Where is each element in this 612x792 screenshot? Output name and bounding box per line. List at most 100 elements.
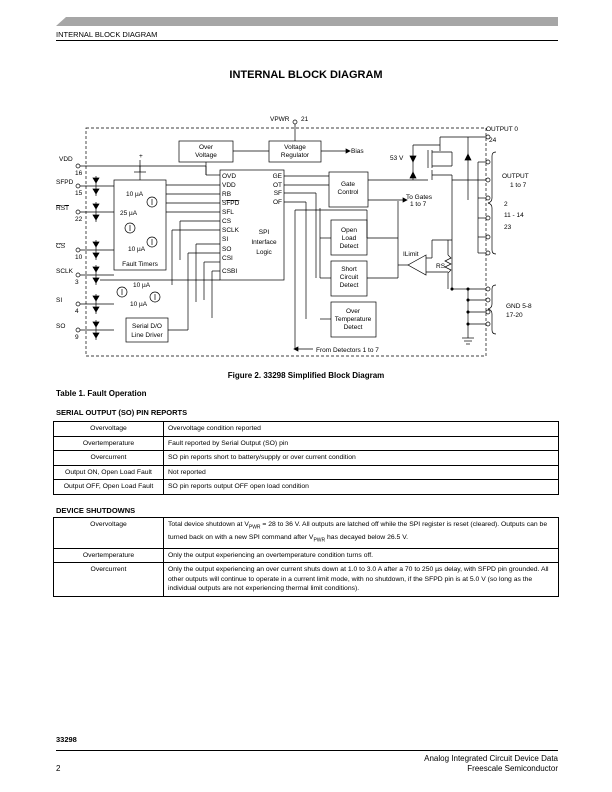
- voltage-regulator-l1: Voltage: [284, 144, 306, 151]
- i10d-label: 10 µA: [130, 301, 148, 308]
- spi-logic-l3: Logic: [256, 249, 272, 256]
- section-label: INTERNAL BLOCK DIAGRAM: [56, 30, 158, 39]
- description-cell: SO pin reports output OFF open load cond…: [163, 479, 559, 495]
- condition-cell: Overvoltage: [53, 421, 164, 437]
- cs-pin-number: 10: [75, 254, 83, 261]
- output0-label: OUTPUT 0: [486, 126, 518, 133]
- over-temp-l2: Temperature: [335, 316, 372, 323]
- to-gates-l2: 1 to 7: [410, 201, 427, 208]
- output17-l1: OUTPUT: [502, 173, 529, 180]
- spi-logic-l1: SPI: [259, 229, 270, 236]
- footer-line2: Freescale Semiconductor: [467, 764, 558, 773]
- spi-pin-label: RB: [222, 191, 231, 198]
- vdd-label: VDD: [59, 156, 73, 163]
- i10a-label: 10 µA: [126, 191, 144, 198]
- serial-driver-l1: Serial D/O: [132, 323, 162, 330]
- shutdown-heading: DEVICE SHUTDOWNS: [56, 506, 136, 515]
- spi-logic-l2: Interface: [251, 239, 277, 246]
- spi-pin-label: GE: [273, 173, 283, 180]
- spi-pin-label: OF: [273, 199, 282, 206]
- si-pin-terminal: [75, 301, 81, 307]
- gate-control-l1: Gate: [341, 181, 355, 188]
- spi-pin-label: SCLK: [222, 227, 240, 234]
- spi-pin-label: SF: [274, 190, 282, 197]
- spi-pin-label: CSBI: [222, 268, 237, 275]
- spi-pin-label: CSI: [222, 255, 233, 262]
- fault-timers-label: Fault Timers: [122, 261, 159, 268]
- rst-pin-terminal: [75, 209, 81, 215]
- short-circuit-l3: Detect: [340, 282, 359, 289]
- spi-pin-label: SI: [222, 236, 228, 243]
- output-pin-11-14: 11 - 14: [504, 212, 524, 219]
- open-load-l3: Detect: [340, 243, 359, 250]
- condition-cell: Output ON, Open Load Fault: [53, 464, 164, 480]
- cs-pin-terminal: [75, 247, 81, 253]
- over-temp-l1: Over: [346, 308, 361, 315]
- table-row: Overvoltage Total device shutdown at VPW…: [53, 517, 559, 549]
- description-cell: Not reported: [163, 464, 559, 480]
- footer-part: 33298: [56, 735, 77, 744]
- short-circuit-l1: Short: [341, 266, 357, 273]
- output0-pin: 24: [489, 137, 497, 144]
- from-detectors-label: From Detectors 1 to 7: [316, 347, 379, 354]
- open-load-l1: Open: [341, 227, 357, 234]
- table-title: Table 1. Fault Operation: [56, 389, 147, 398]
- si-label: SI: [56, 297, 62, 304]
- bias-label: Bias: [351, 148, 364, 155]
- output-pin-23: 23: [504, 224, 512, 231]
- open-load-l2: Load: [342, 235, 357, 242]
- condition-cell: Overtemperature: [53, 547, 164, 564]
- spi-pin-label: OT: [273, 182, 282, 189]
- i25a-label: 25 µA: [120, 210, 138, 217]
- spi-logic-block: [219, 169, 285, 281]
- rst-pin-number: 22: [75, 216, 83, 223]
- open-load-block: [330, 219, 368, 256]
- rs-label: RS: [436, 263, 446, 270]
- vpwr-label: VPWR: [270, 116, 290, 123]
- over-voltage-l1: Over: [199, 144, 214, 151]
- footer-line1: Analog Integrated Circuit Device Data: [424, 754, 558, 763]
- sclk-label: SCLK: [56, 268, 74, 275]
- spi-pin-label: SO: [222, 246, 231, 253]
- footer-page: 2: [56, 764, 61, 773]
- sclk-pin-terminal: [75, 272, 81, 278]
- so-heading: SERIAL OUTPUT (SO) PIN REPORTS: [56, 408, 188, 417]
- voltage-regulator-block: [268, 140, 322, 163]
- so-pin-number: 9: [75, 334, 79, 341]
- header-rule: [56, 40, 558, 41]
- spi-pin-label: CS: [222, 218, 232, 225]
- spi-pin-label: SFPD: [222, 200, 240, 207]
- description-cell: SO pin reports short to battery/supply o…: [163, 450, 559, 466]
- table-row: Overcurrent Only the output experiencing…: [53, 562, 559, 597]
- over-temp-block: [330, 301, 377, 338]
- cs-label: CS: [56, 243, 66, 250]
- serial-driver-block: [125, 317, 169, 343]
- so-pin-terminal: [75, 327, 81, 333]
- over-temp-l3: Detect: [344, 324, 363, 331]
- v53-label: 53 V: [390, 155, 404, 162]
- vdd-pin: 16: [75, 170, 83, 177]
- sfpd-pin-number: 15: [75, 190, 83, 197]
- spi-pin-label: OVD: [222, 173, 236, 180]
- footer-rule: [56, 750, 558, 751]
- serial-driver-l2: Line Driver: [131, 332, 163, 339]
- fault-timers-block: [113, 179, 167, 271]
- description-cell: Total device shutdown at VPWR = 28 to 36…: [163, 517, 559, 549]
- header-bar: [56, 17, 558, 26]
- gnd-label: GND 5-8: [506, 303, 532, 310]
- condition-cell: Overvoltage: [53, 517, 164, 549]
- short-circuit-block: [330, 260, 368, 297]
- table-row: Overtemperature Only the output experien…: [53, 547, 559, 564]
- to-gates-l1: To Gates: [406, 194, 433, 201]
- gate-control-l2: Control: [338, 189, 360, 196]
- ilimit-label: ILimit: [403, 251, 419, 258]
- voltage-regulator-l2: Regulator: [281, 152, 310, 159]
- condition-cell: Overcurrent: [53, 562, 164, 597]
- gate-control-block: [328, 171, 369, 208]
